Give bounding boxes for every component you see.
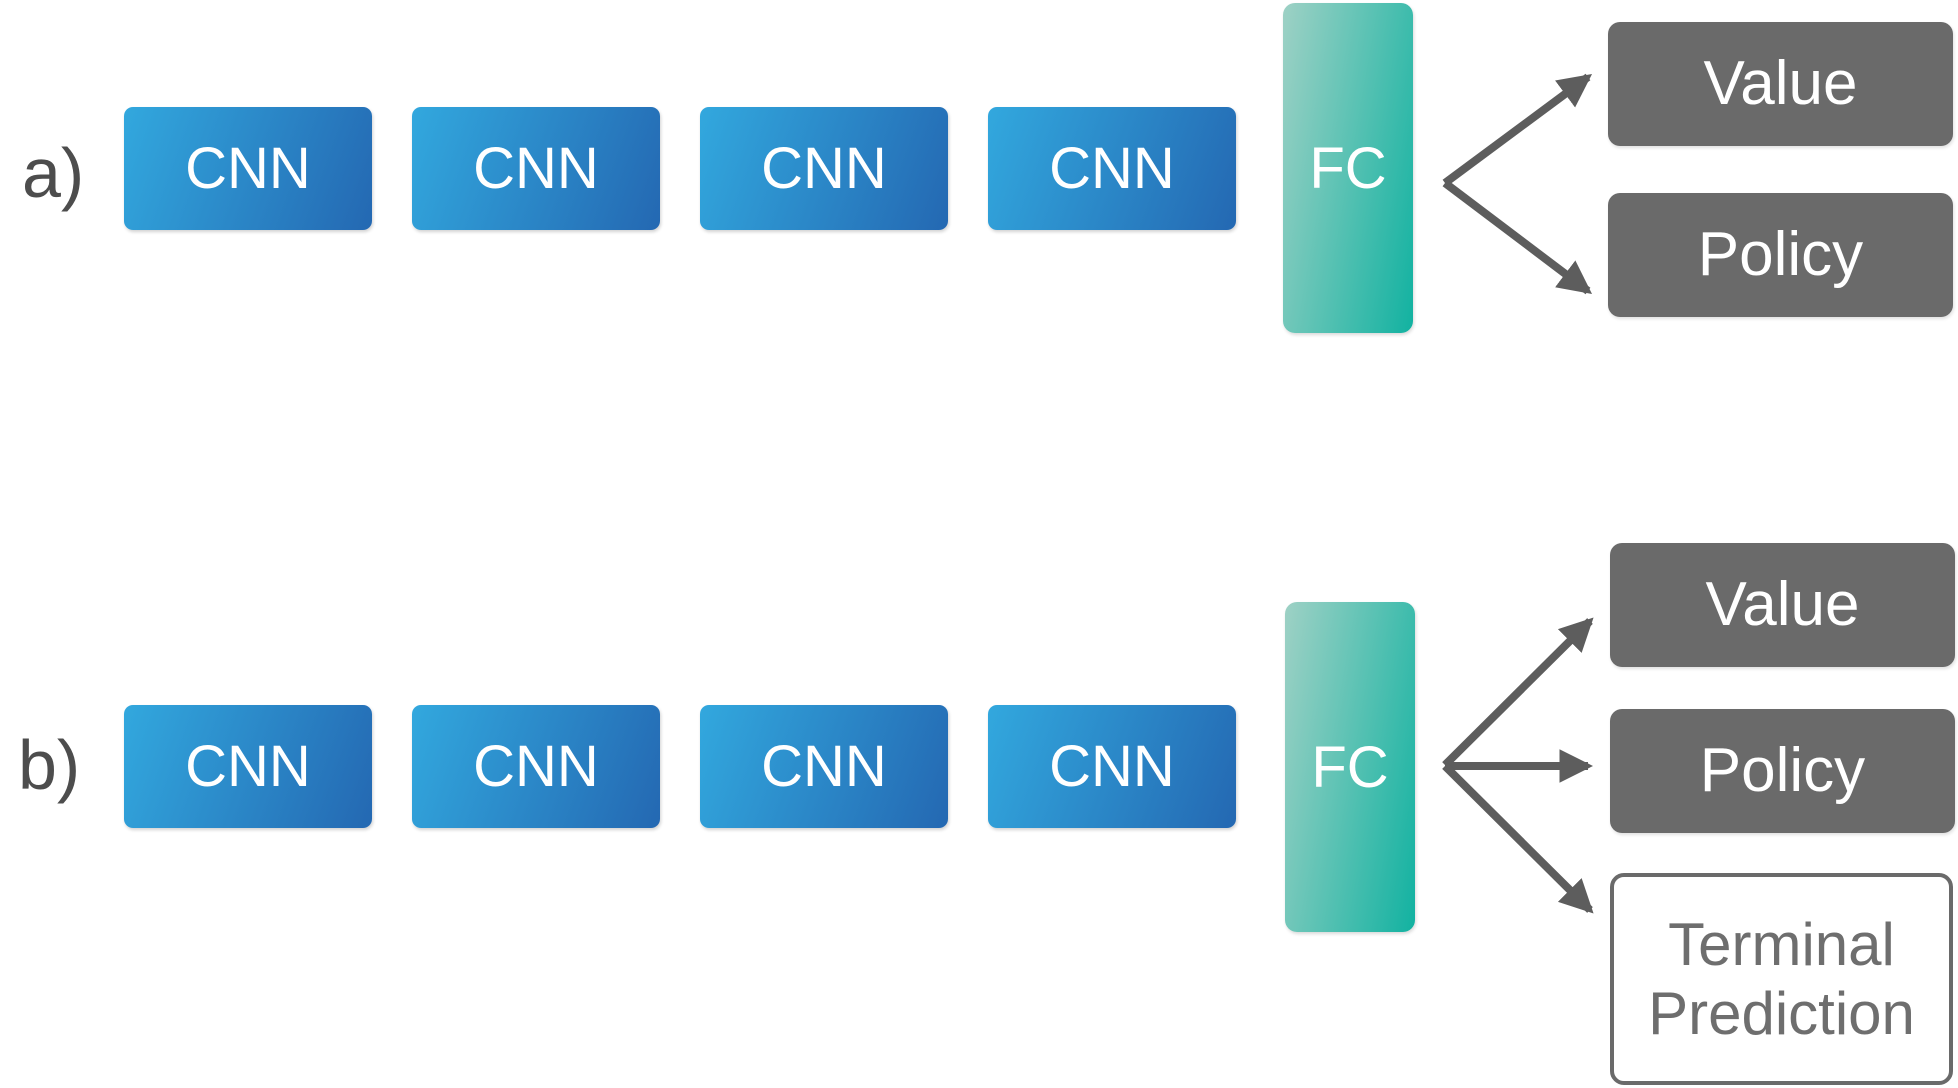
cnn-block: CNN	[700, 705, 948, 828]
output-box-policy: Policy	[1608, 193, 1953, 317]
cnn-block: CNN	[988, 107, 1236, 230]
cnn-block: CNN	[412, 107, 660, 230]
section-a-label: a)	[22, 134, 85, 212]
arrow-a-fc-to-value	[1442, 73, 1593, 187]
output-box-value: Value	[1610, 543, 1955, 667]
fc-block: FC	[1283, 3, 1413, 333]
arrow-b-fc-to-value	[1442, 617, 1594, 768]
output-box-value: Value	[1608, 22, 1953, 146]
output-box-terminal-prediction: Terminal Prediction	[1610, 873, 1953, 1085]
output-box-policy: Policy	[1610, 709, 1955, 833]
cnn-block: CNN	[700, 107, 948, 230]
cnn-block: CNN	[988, 705, 1236, 828]
cnn-block: CNN	[124, 107, 372, 230]
fc-block: FC	[1285, 602, 1415, 932]
cnn-block: CNN	[412, 705, 660, 828]
arrow-a-fc-to-policy	[1442, 179, 1593, 295]
arrow-b-fc-to-terminal	[1442, 763, 1594, 914]
section-b-label: b)	[18, 726, 81, 804]
cnn-block: CNN	[124, 705, 372, 828]
